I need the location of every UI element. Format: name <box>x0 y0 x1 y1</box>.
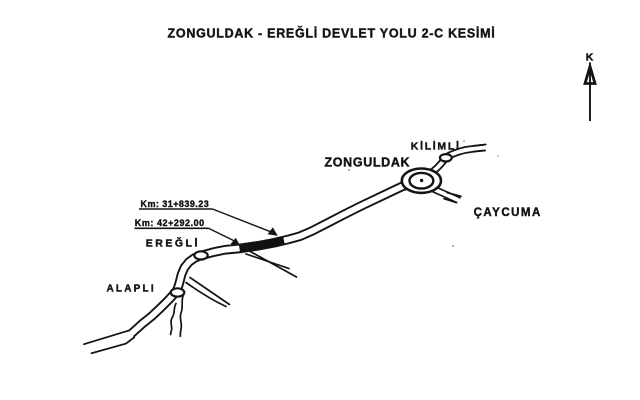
svg-text:EREĞLİ: EREĞLİ <box>146 237 200 250</box>
svg-text:K: K <box>586 52 594 64</box>
svg-text:ALAPLI: ALAPLI <box>107 284 156 295</box>
svg-text:Km: 42+292.00: Km: 42+292.00 <box>135 218 205 228</box>
svg-text:KİLİMLİ: KİLİMLİ <box>411 139 461 152</box>
svg-text:ZONGULDAK: ZONGULDAK <box>325 156 411 170</box>
svg-text:Km: 31+839.23: Km: 31+839.23 <box>141 199 210 209</box>
svg-text:ZONGULDAK - EREĞLİ DEVLET YOLU: ZONGULDAK - EREĞLİ DEVLET YOLU 2-C KESİM… <box>168 26 496 41</box>
svg-text:ÇAYCUMA: ÇAYCUMA <box>474 207 542 219</box>
